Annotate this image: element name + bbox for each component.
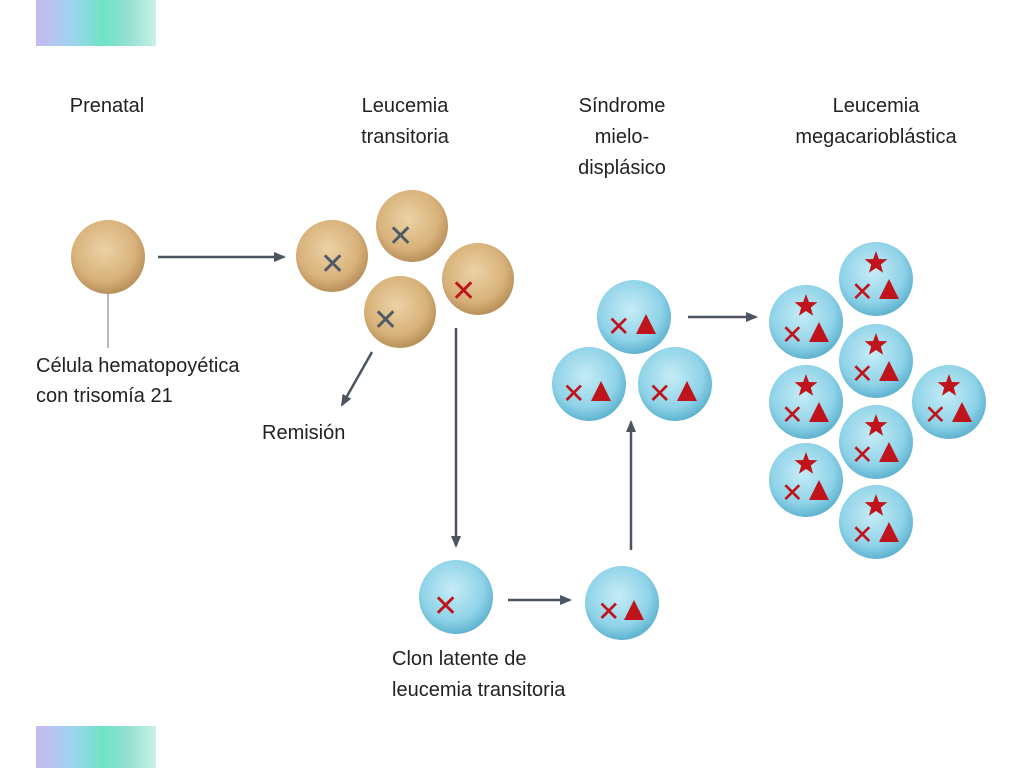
stage-title-amkl-1: Leucemia — [833, 95, 921, 117]
triangle-mark-icon — [809, 480, 829, 500]
blue-cell — [552, 347, 626, 421]
cross-mark-icon: ✕ — [851, 359, 874, 390]
triangle-mark-icon — [636, 314, 656, 334]
cross-mark-icon: ✕ — [781, 478, 804, 509]
triangle-mark-icon — [879, 522, 899, 542]
triangle-mark-icon — [952, 402, 972, 422]
cell-label-2: con trisomía 21 — [36, 385, 173, 407]
triangle-mark-icon — [624, 600, 644, 620]
cross-mark-icon: ✕ — [433, 589, 458, 624]
triangle-mark-icon — [879, 279, 899, 299]
stage-title-mds-3: displásico — [578, 157, 666, 179]
star-mark-icon — [864, 414, 888, 436]
star-mark-icon — [794, 294, 818, 316]
blue-cell — [638, 347, 712, 421]
cross-mark-icon: ✕ — [597, 595, 620, 628]
cross-mark-icon: ✕ — [851, 520, 874, 551]
triangle-mark-icon — [809, 402, 829, 422]
cross-mark-icon: ✕ — [388, 219, 413, 254]
stage-title-transient-2: transitoria — [361, 126, 450, 148]
clone-label-1: Clon latente de — [392, 648, 527, 670]
star-mark-icon — [794, 452, 818, 474]
stage-title-mds-2: mielo- — [595, 126, 649, 148]
latent-clone-cell: ✕ — [419, 560, 493, 634]
remission-label: Remisión — [262, 422, 345, 444]
cross-mark-icon: ✕ — [373, 303, 398, 338]
stage-title-prenatal: Prenatal — [70, 95, 145, 117]
star-mark-icon — [864, 494, 888, 516]
tan-cell — [296, 220, 368, 292]
mds-cluster: ✕ ✕ ✕ — [552, 280, 712, 421]
cross-mark-icon: ✕ — [562, 377, 585, 410]
stage-title-mds-1: Síndrome — [579, 95, 666, 117]
amkl-cluster: ✕ ✕ ✕ ✕ ✕ ✕ ✕ ✕ — [769, 242, 986, 559]
stage-title-transient-1: Leucemia — [362, 95, 450, 117]
cross-mark-icon: ✕ — [648, 377, 671, 410]
star-mark-icon — [794, 374, 818, 396]
trisomy-cell — [71, 220, 145, 294]
cross-mark-icon: ✕ — [851, 277, 874, 308]
decorative-gradient-bottom — [36, 726, 156, 768]
clone-label-2: leucemia transitoria — [392, 679, 566, 701]
triangle-mark-icon — [809, 322, 829, 342]
star-mark-icon — [937, 374, 961, 396]
transient-leukemia-cluster: ✕ ✕ ✕ ✕ — [296, 190, 514, 348]
blue-cell — [597, 280, 671, 354]
arrow-to-remission — [340, 351, 374, 407]
mds-precursor-cell: ✕ — [585, 566, 659, 640]
tan-cell — [442, 243, 514, 315]
cross-mark-icon: ✕ — [451, 274, 476, 309]
blue-cell — [419, 560, 493, 634]
blue-cell — [585, 566, 659, 640]
cross-mark-icon: ✕ — [781, 320, 804, 351]
tan-cell — [364, 276, 436, 348]
triangle-mark-icon — [677, 381, 697, 401]
tan-cell — [376, 190, 448, 262]
stage-title-amkl-2: megacarioblástica — [795, 126, 957, 148]
star-mark-icon — [864, 333, 888, 355]
cross-mark-icon: ✕ — [851, 440, 874, 471]
cross-mark-icon: ✕ — [781, 400, 804, 431]
cross-mark-icon: ✕ — [924, 400, 947, 431]
triangle-mark-icon — [591, 381, 611, 401]
star-mark-icon — [864, 251, 888, 273]
decorative-gradient-top — [36, 0, 156, 46]
cross-mark-icon: ✕ — [320, 247, 345, 282]
cross-mark-icon: ✕ — [607, 310, 630, 343]
triangle-mark-icon — [879, 361, 899, 381]
cell-label-1: Célula hematopoyética — [36, 355, 240, 377]
triangle-mark-icon — [879, 442, 899, 462]
